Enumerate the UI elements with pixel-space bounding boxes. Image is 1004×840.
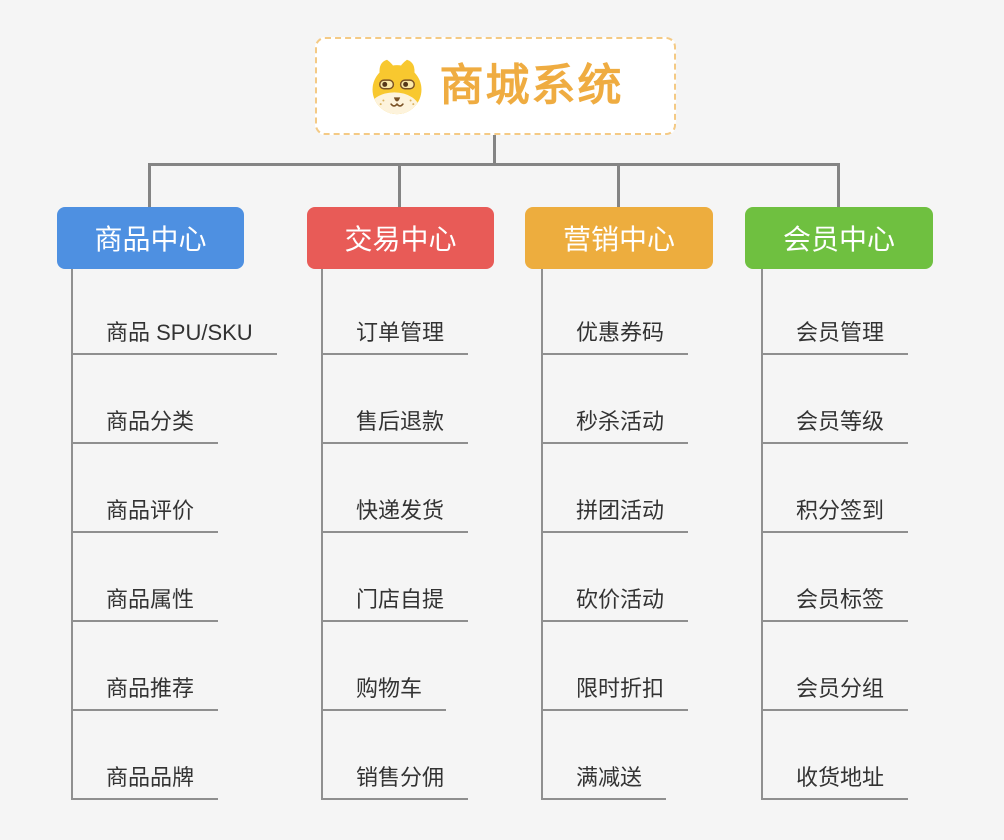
leaf-node[interactable]: 积分签到 [763, 444, 909, 533]
leaf-node[interactable]: 订单管理 [323, 269, 469, 355]
branch-children-marketing-center: 优惠券码 秒杀活动 拼团活动 砍价活动 限时折扣 满减送 [541, 269, 689, 800]
leaf-node[interactable]: 销售分佣 [323, 711, 469, 800]
branch-children-trade-center: 订单管理 售后退款 快递发货 门店自提 购物车 销售分佣 [321, 269, 469, 800]
leaf-node[interactable]: 商品分类 [73, 355, 219, 444]
leaf-node[interactable]: 门店自提 [323, 533, 469, 622]
leaf-node[interactable]: 会员标签 [763, 533, 909, 622]
leaf-node[interactable]: 满减送 [543, 711, 667, 800]
leaf-node[interactable]: 会员管理 [763, 269, 909, 355]
leaf-node[interactable]: 购物车 [323, 622, 447, 711]
branch-node-product-center[interactable]: 商品中心 [57, 207, 244, 269]
connector-horizontal-bar [148, 163, 840, 166]
connector-drop-trade [398, 165, 401, 208]
leaf-node[interactable]: 拼团活动 [543, 444, 689, 533]
leaf-node[interactable]: 商品推荐 [73, 622, 219, 711]
dog-face-icon [368, 57, 426, 115]
leaf-node[interactable]: 会员分组 [763, 622, 909, 711]
leaf-node[interactable]: 会员等级 [763, 355, 909, 444]
branch-node-marketing-center[interactable]: 营销中心 [525, 207, 713, 269]
connector-drop-member [837, 165, 840, 208]
leaf-node[interactable]: 砍价活动 [543, 533, 689, 622]
leaf-node[interactable]: 限时折扣 [543, 622, 689, 711]
leaf-node[interactable]: 商品品牌 [73, 711, 219, 800]
connector-root-stub [493, 135, 496, 165]
leaf-node[interactable]: 秒杀活动 [543, 355, 689, 444]
leaf-node[interactable]: 快递发货 [323, 444, 469, 533]
connector-drop-product [148, 165, 151, 208]
leaf-node[interactable]: 售后退款 [323, 355, 469, 444]
root-node-mall-system[interactable]: 商城系统 [315, 37, 676, 135]
connector-drop-marketing [617, 165, 620, 208]
branch-node-member-center[interactable]: 会员中心 [745, 207, 933, 269]
leaf-node[interactable]: 商品评价 [73, 444, 219, 533]
root-title: 商城系统 [439, 61, 624, 110]
branch-children-member-center: 会员管理 会员等级 积分签到 会员标签 会员分组 收货地址 [761, 269, 909, 800]
branch-children-product-center: 商品 SPU/SKU 商品分类 商品评价 商品属性 商品推荐 商品品牌 [71, 269, 277, 800]
leaf-node[interactable]: 收货地址 [763, 711, 909, 800]
branch-node-trade-center[interactable]: 交易中心 [307, 207, 494, 269]
leaf-node[interactable]: 商品 SPU/SKU [73, 269, 277, 355]
leaf-node[interactable]: 商品属性 [73, 533, 219, 622]
leaf-node[interactable]: 优惠券码 [543, 269, 689, 355]
